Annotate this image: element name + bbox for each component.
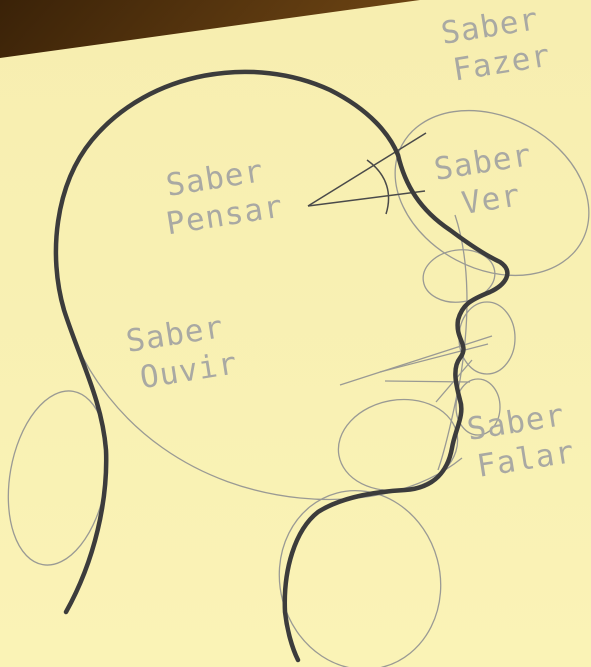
- head-profile-sketch: Saber Fazer Saber Ver Saber Pensar Saber…: [0, 0, 591, 667]
- sketch-stage: Saber Fazer Saber Ver Saber Pensar Saber…: [0, 0, 591, 667]
